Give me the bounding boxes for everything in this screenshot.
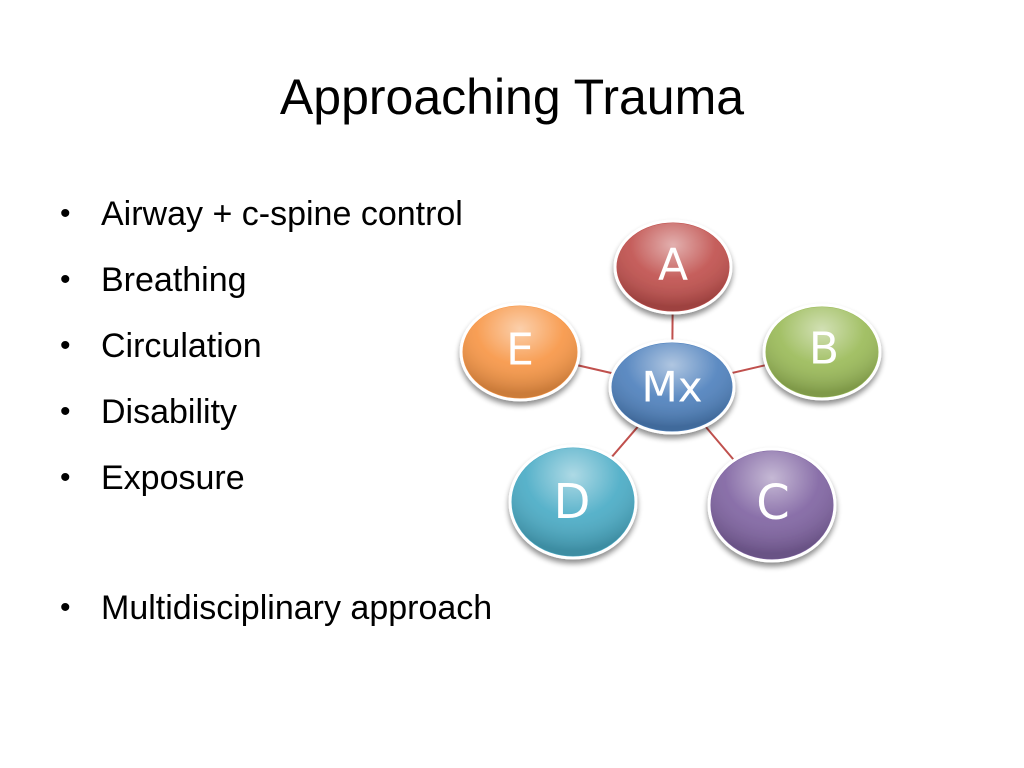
node-d: D xyxy=(508,444,638,560)
bullet-text: Circulation xyxy=(101,327,262,365)
bullet-icon: • xyxy=(60,329,71,362)
bullet-item-airway: • Airway + c-spine control xyxy=(60,188,492,254)
bullet-icon: • xyxy=(60,197,71,230)
bullet-icon: • xyxy=(60,395,71,428)
bullet-icon: • xyxy=(60,263,71,296)
bullet-item-exposure: • Exposure xyxy=(60,452,492,518)
bullet-text: Disability xyxy=(101,393,238,431)
bullet-item-disability: • Disability xyxy=(60,386,492,452)
node-b-label: B xyxy=(809,324,839,375)
node-b: B xyxy=(762,303,882,401)
bullet-text: Breathing xyxy=(101,261,247,299)
bullet-text: Airway + c-spine control xyxy=(101,195,463,233)
bullet-icon: • xyxy=(60,461,71,494)
node-a: A xyxy=(613,219,733,315)
node-c-label: C xyxy=(756,475,790,531)
node-a-label: A xyxy=(658,240,688,291)
bullet-text: Multidisciplinary approach xyxy=(101,589,493,627)
node-c: C xyxy=(707,447,837,563)
bullet-item-multidisciplinary: • Multidisciplinary approach xyxy=(60,582,492,648)
node-d-label: D xyxy=(554,474,591,530)
node-center-mx: Mx xyxy=(608,339,736,435)
node-center-label: Mx xyxy=(641,363,702,412)
bullet-list: • Airway + c-spine control • Breathing •… xyxy=(60,188,492,648)
slide-title: Approaching Trauma xyxy=(279,69,745,125)
bullet-icon: • xyxy=(60,591,71,624)
node-e: E xyxy=(459,302,581,402)
node-e-label: E xyxy=(506,325,534,376)
bullet-text: Exposure xyxy=(101,459,245,497)
bullet-item-breathing: • Breathing xyxy=(60,254,492,320)
abcde-cycle-diagram: A B C D E Mx xyxy=(459,219,882,563)
bullet-item-circulation: • Circulation xyxy=(60,320,492,386)
